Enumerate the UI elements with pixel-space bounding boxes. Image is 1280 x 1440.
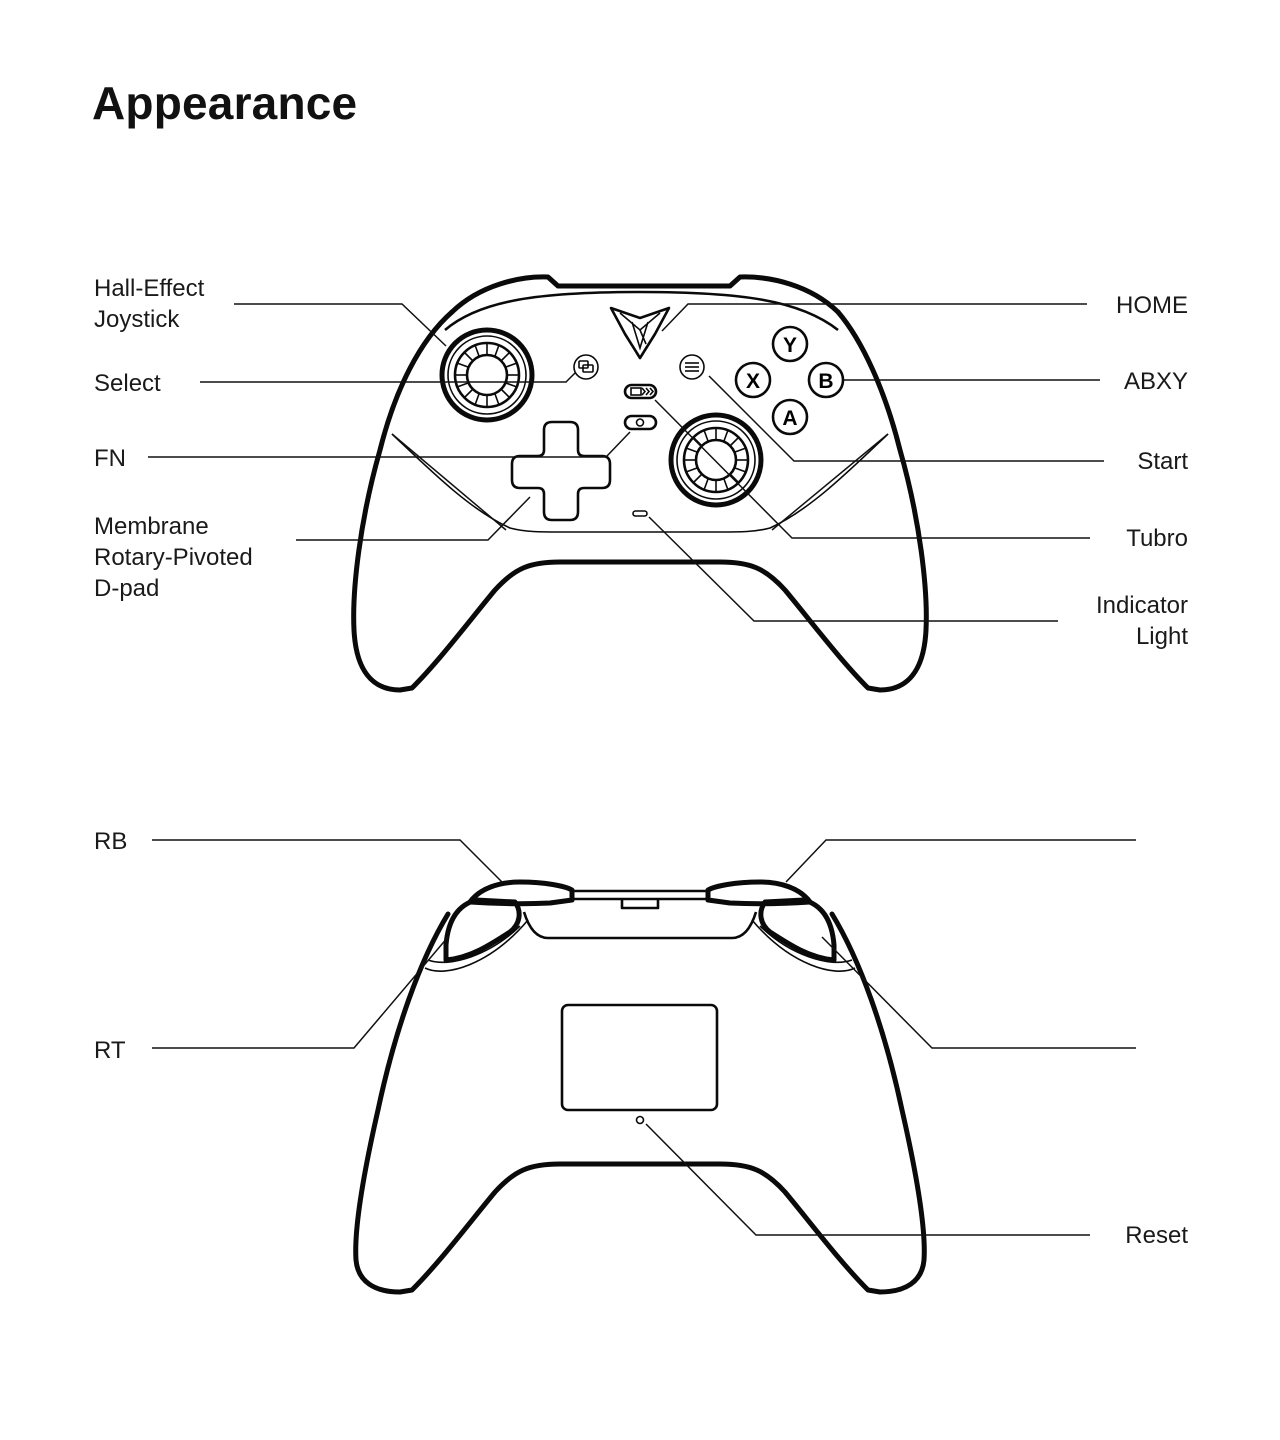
back-controller-illustration: [152, 839, 1136, 1295]
faceplate-curve: [391, 433, 889, 533]
label-hall-effect-joystick: Hall-Effect Joystick: [94, 275, 205, 333]
left-joystick: [439, 327, 535, 423]
right-joystick: [668, 412, 764, 508]
leader-select: [200, 372, 576, 383]
back-leader-lines: [152, 839, 1136, 1236]
leader-indicator-light: [648, 516, 1058, 622]
leader-rb-right: [785, 839, 1136, 883]
label-rb: RB: [94, 828, 128, 855]
left-trigger-edge: [427, 925, 521, 964]
start-button: [679, 354, 705, 380]
button-x-glyph: X: [746, 370, 760, 393]
leader-hall-effect-joystick: [234, 303, 447, 347]
leader-fn: [148, 431, 631, 458]
back-center-recess: [522, 911, 758, 940]
leader-reset: [645, 1123, 1090, 1236]
front-top-inner-line: [444, 290, 839, 332]
faceplate-diagonal-left: [391, 433, 507, 531]
button-b-glyph: B: [818, 370, 833, 393]
label-reset: Reset: [1125, 1222, 1188, 1249]
back-left-trigger: [443, 897, 522, 963]
front-controller-illustration: Y X B A: [148, 274, 1104, 693]
home-logo-icon: [609, 306, 671, 360]
faceplate-diagonal-right: [771, 433, 889, 531]
leader-rt: [152, 936, 449, 1049]
right-joystick-grip-ring: [684, 428, 748, 492]
label-dpad: Membrane Rotary-Pivoted D-pad: [94, 513, 253, 602]
left-joystick-grip-ring: [455, 343, 519, 407]
back-right-trigger: [758, 897, 837, 963]
label-select: Select: [94, 370, 161, 397]
label-home: HOME: [1116, 292, 1188, 319]
leader-turbo: [654, 399, 1090, 539]
dpad-shape: [510, 420, 612, 522]
right-trigger-edge: [759, 925, 853, 964]
label-fn: FN: [94, 445, 126, 472]
leader-start: [708, 375, 1104, 462]
leader-home: [661, 303, 1087, 332]
front-top-ridge: [449, 274, 841, 315]
leader-rb: [152, 839, 503, 883]
abxy-buttons: Y X B A: [734, 325, 845, 436]
leader-dpad: [296, 496, 531, 541]
label-rt: RT: [94, 1037, 126, 1064]
front-leader-lines: [148, 303, 1104, 622]
button-y-glyph: Y: [783, 334, 797, 357]
page-title: Appearance: [92, 77, 358, 129]
leader-rt-right: [821, 936, 1136, 1049]
indicator-light: [632, 510, 648, 517]
usb-c-port: [620, 899, 660, 910]
label-abxy: ABXY: [1123, 368, 1188, 395]
button-a-glyph: A: [782, 407, 797, 430]
back-body-outline: [353, 911, 927, 1295]
reset-hole: [635, 1115, 645, 1125]
battery-cover: [560, 1003, 719, 1112]
label-turbo: Tubro: [1126, 525, 1188, 552]
front-body-outline: [351, 309, 929, 693]
turbo-button: [623, 383, 658, 400]
select-button: [573, 354, 599, 380]
label-start: Start: [1137, 448, 1188, 475]
fn-button: [623, 414, 658, 431]
label-indicator-light: Indicator Light: [1095, 592, 1188, 650]
